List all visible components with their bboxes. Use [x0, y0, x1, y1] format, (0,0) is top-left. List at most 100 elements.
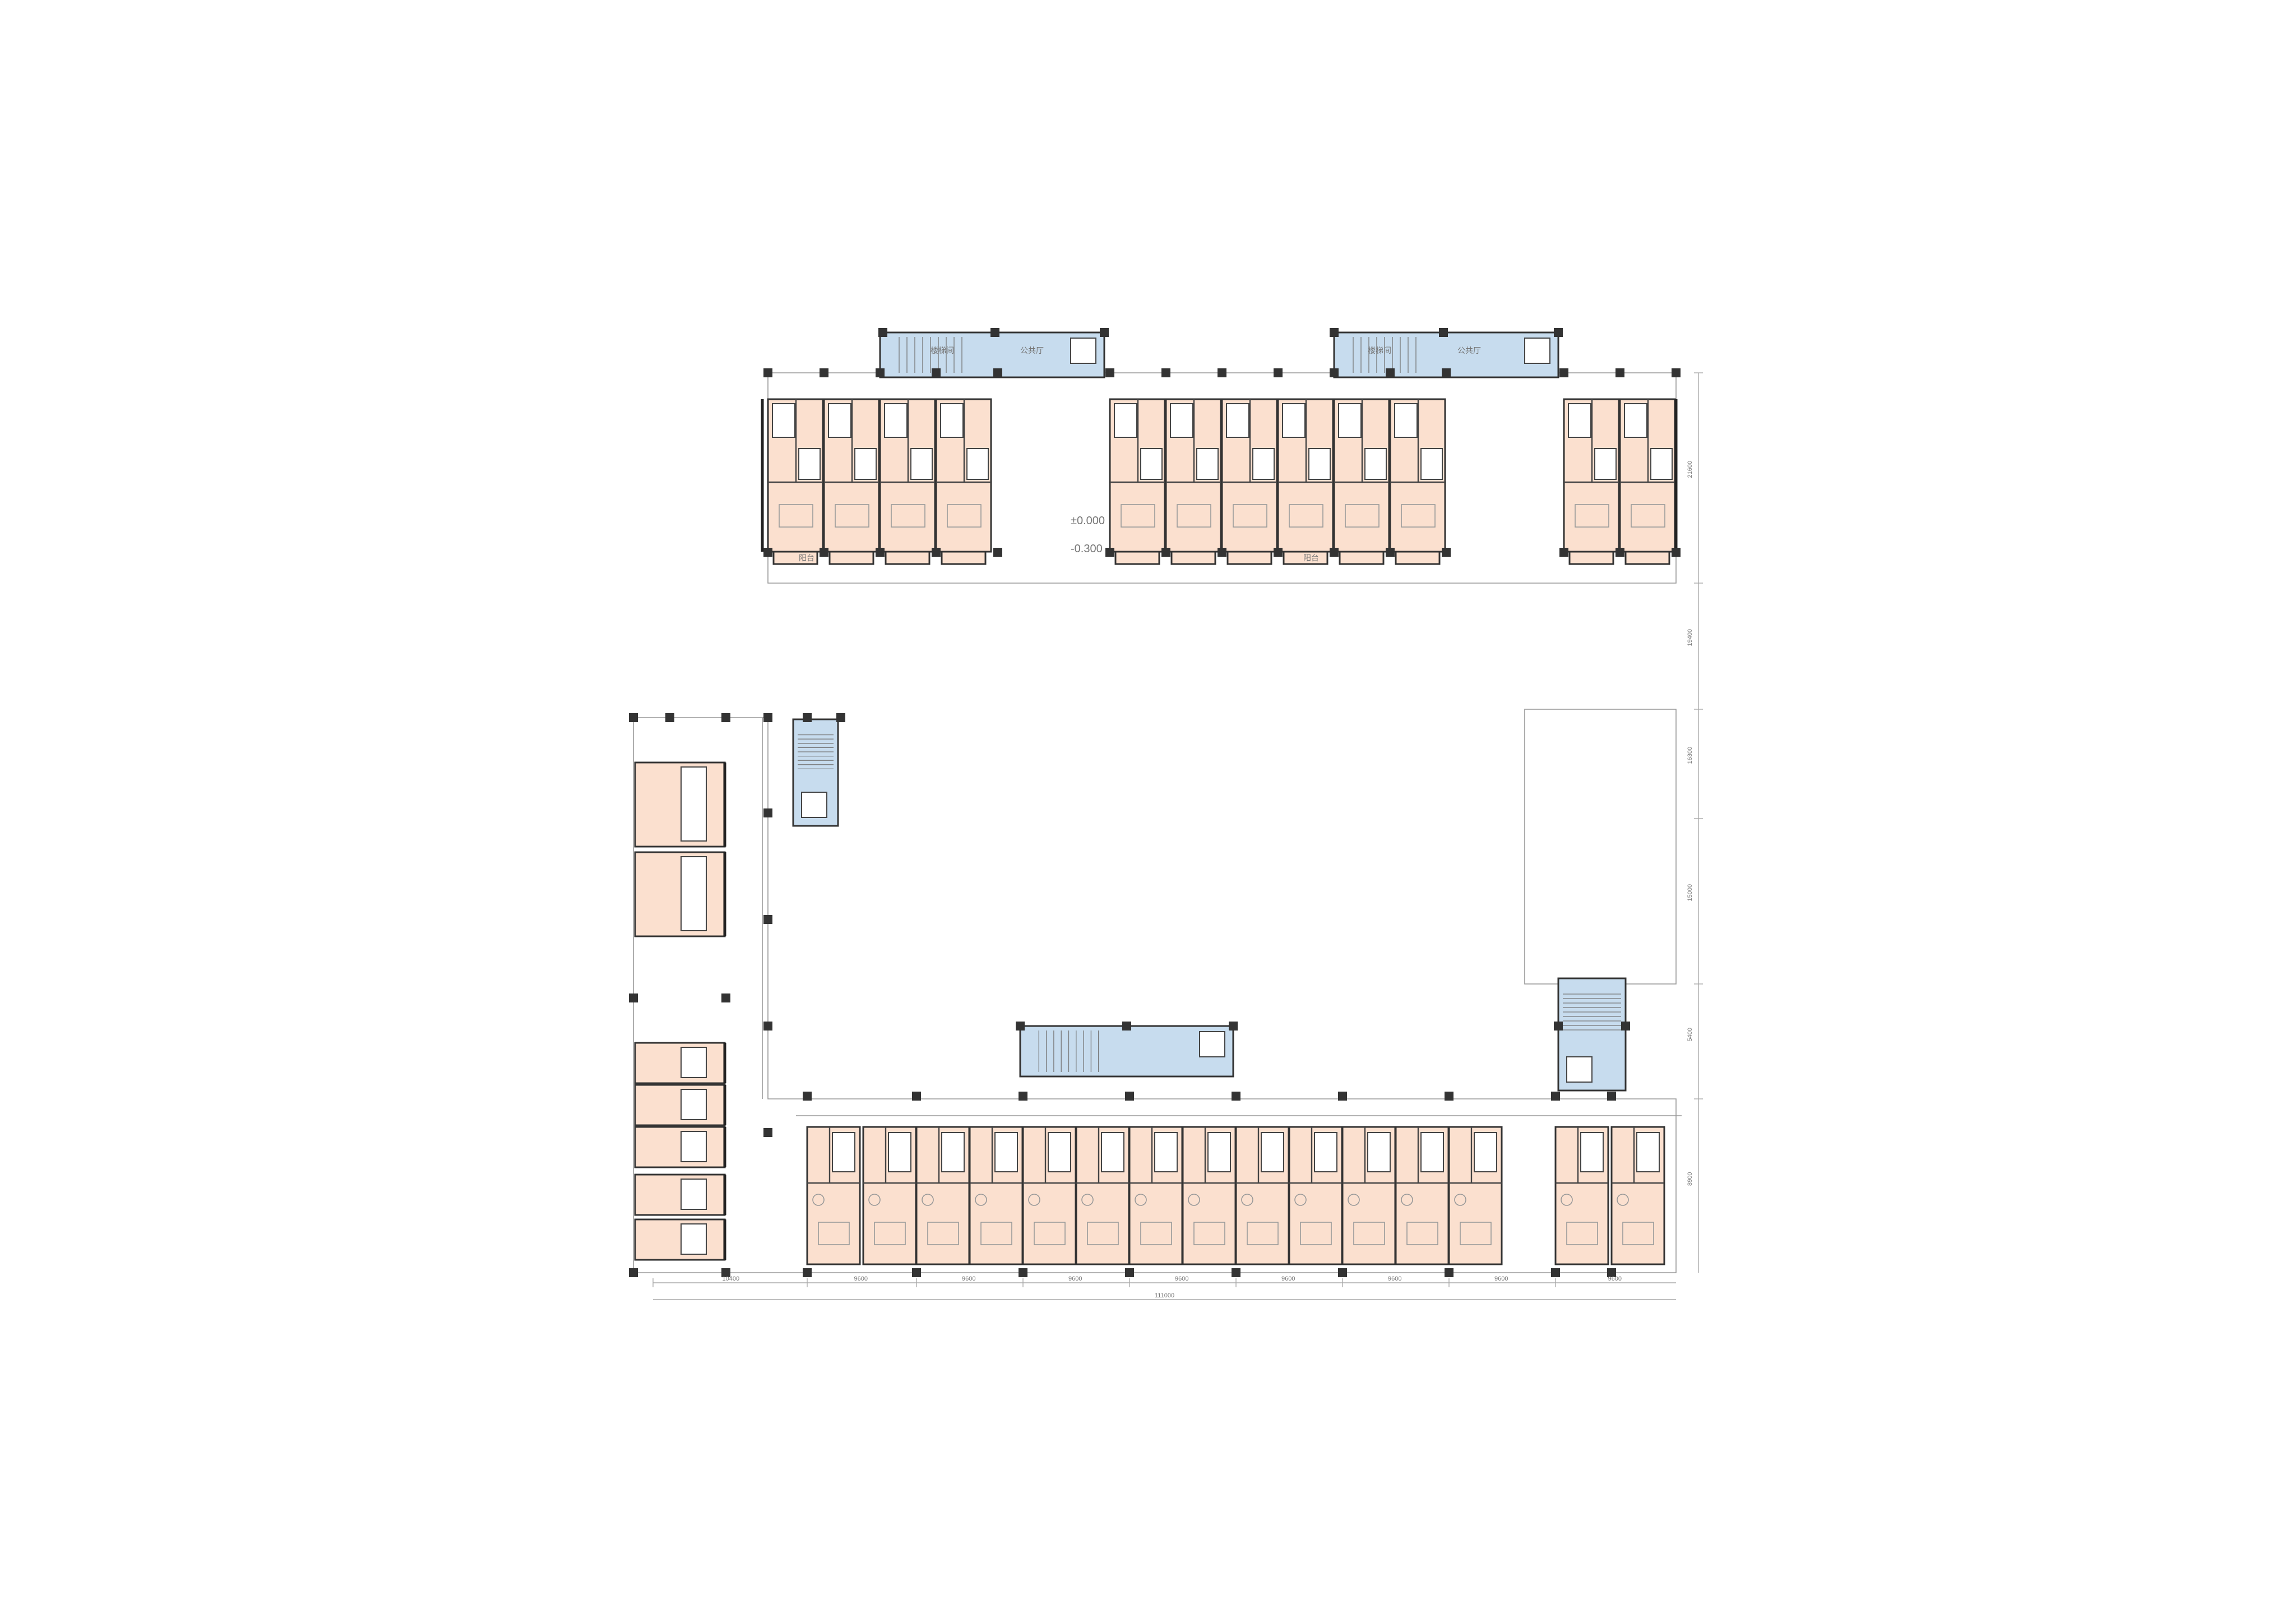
structural-column — [763, 548, 772, 557]
bathroom — [1568, 403, 1591, 438]
apartment-unit — [634, 1126, 726, 1168]
chair — [868, 1194, 881, 1206]
balcony — [1395, 551, 1441, 565]
structural-column — [1105, 548, 1114, 557]
bathroom — [681, 1223, 707, 1255]
bed — [1566, 1222, 1598, 1245]
dimension-label: 9600 — [1175, 1276, 1188, 1282]
chair — [1454, 1194, 1466, 1206]
dimension-label: 9600 — [1388, 1276, 1401, 1282]
chair — [1081, 1194, 1094, 1206]
balcony — [1170, 551, 1216, 565]
stair-core — [879, 331, 1105, 378]
kitchen — [1252, 448, 1275, 480]
structural-column — [629, 713, 638, 722]
bed — [1140, 1222, 1172, 1245]
core-group — [792, 331, 1627, 1092]
chair — [1241, 1194, 1253, 1206]
bathroom — [1154, 1132, 1178, 1172]
bathroom — [1314, 1132, 1337, 1172]
structural-column — [1554, 1022, 1563, 1030]
structural-column — [993, 368, 1002, 377]
dimension-label: 15000 — [1687, 884, 1693, 902]
balcony — [828, 551, 874, 565]
elevator-shaft — [1566, 1056, 1593, 1083]
bathroom — [1580, 1132, 1604, 1172]
balcony — [1624, 551, 1670, 565]
structural-column — [1330, 328, 1339, 337]
bed — [1575, 504, 1609, 528]
chair — [1294, 1194, 1307, 1206]
dimension-label: 19400 — [1687, 629, 1693, 646]
bed — [874, 1222, 906, 1245]
bathroom — [1261, 1132, 1284, 1172]
bathroom — [1624, 403, 1647, 438]
bed — [1300, 1222, 1332, 1245]
bathroom — [1367, 1132, 1391, 1172]
structural-column — [820, 548, 828, 557]
balcony — [941, 551, 987, 565]
structural-column — [1019, 1268, 1027, 1277]
bathroom — [681, 1179, 707, 1210]
structural-column — [763, 368, 772, 377]
structural-column — [665, 713, 674, 722]
apartment-unit — [634, 1084, 726, 1126]
bathroom — [884, 403, 908, 438]
structural-column — [763, 1128, 772, 1137]
bed — [947, 504, 982, 528]
apartment-unit — [634, 851, 726, 937]
structural-column — [1559, 548, 1568, 557]
bathroom — [681, 1089, 707, 1120]
dimension-label: 8900 — [1687, 1172, 1693, 1186]
apartment-unit — [634, 1218, 726, 1261]
kitchen — [1196, 448, 1219, 480]
bed — [1460, 1222, 1492, 1245]
structural-column — [1100, 328, 1109, 337]
structural-column — [1386, 368, 1395, 377]
structural-column — [990, 328, 999, 337]
structural-column — [1229, 1022, 1238, 1030]
kitchen — [1650, 448, 1673, 480]
structural-column — [1232, 1092, 1240, 1101]
bathroom — [888, 1132, 911, 1172]
bathroom — [1474, 1132, 1497, 1172]
structural-column — [629, 993, 638, 1002]
structural-column — [1161, 368, 1170, 377]
structural-column — [721, 1268, 730, 1277]
structural-column — [1439, 328, 1448, 337]
bed — [1631, 504, 1665, 528]
elevator-shaft — [1070, 338, 1096, 364]
elevator-shaft — [1199, 1031, 1225, 1057]
apartment-unit — [634, 761, 726, 848]
chair — [975, 1194, 987, 1206]
structural-column — [876, 548, 885, 557]
bathroom — [1226, 403, 1249, 438]
chair — [1401, 1194, 1413, 1206]
bed — [891, 504, 925, 528]
kitchen — [1420, 448, 1443, 480]
structural-column — [1615, 548, 1624, 557]
apartment-unit — [1022, 1126, 1077, 1265]
column-group — [629, 328, 1681, 1277]
structural-column — [763, 1022, 772, 1030]
structural-column — [763, 808, 772, 817]
elevation-floor-label: ±0.000 — [1071, 515, 1105, 527]
structural-column — [629, 1268, 638, 1277]
bed — [818, 1222, 850, 1245]
balcony — [885, 551, 931, 565]
structural-column — [1607, 1268, 1616, 1277]
bathroom — [832, 1132, 855, 1172]
bathroom — [1394, 403, 1418, 438]
kitchen — [966, 448, 989, 480]
structural-column — [1445, 1268, 1453, 1277]
kitchen — [854, 448, 877, 480]
dimension-label: 111000 — [1155, 1292, 1174, 1299]
chair — [1348, 1194, 1360, 1206]
structural-column — [1672, 548, 1681, 557]
structural-column — [1442, 368, 1451, 377]
kitchen — [1594, 448, 1617, 480]
bathroom — [1338, 403, 1362, 438]
elevation-ground-label: -0.300 — [1071, 543, 1103, 555]
structural-column — [1559, 368, 1568, 377]
